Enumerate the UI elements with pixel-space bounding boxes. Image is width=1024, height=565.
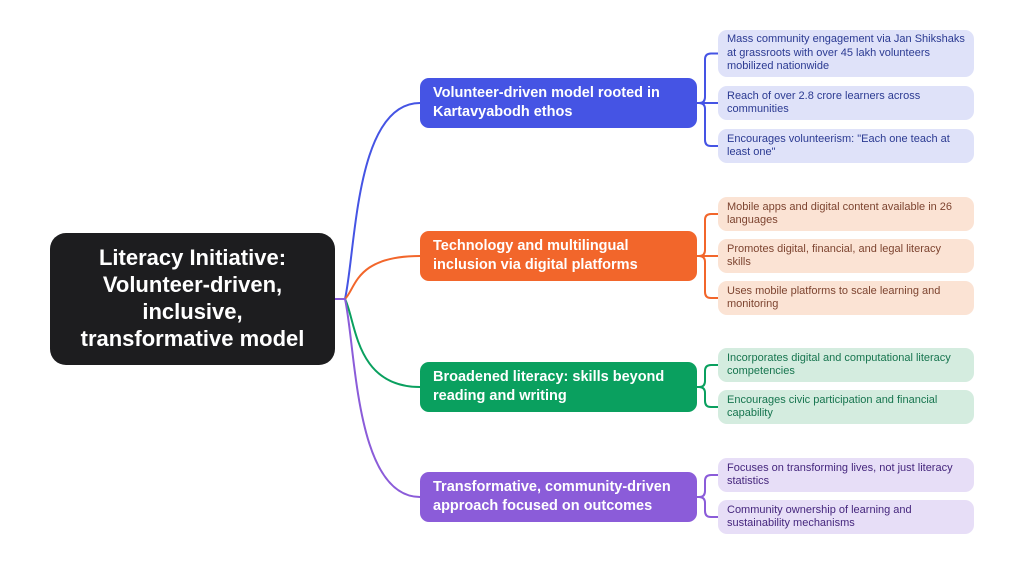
connector-edge	[696, 474, 719, 498]
connector-edge	[331, 298, 421, 498]
root-label: Literacy Initiative: Volunteer-driven, i…	[80, 245, 305, 351]
leaf-node[interactable]: Reach of over 2.8 crore learners across …	[718, 86, 974, 120]
connector-edge	[696, 496, 719, 518]
leaf-label: Mass community engagement via Jan Shiksh…	[727, 33, 965, 73]
connector-edge	[331, 255, 421, 300]
leaf-node[interactable]: Encourages civic participation and finan…	[718, 390, 974, 424]
connector-edge	[331, 298, 421, 388]
leaf-label: Encourages volunteerism: "Each one teach…	[727, 132, 950, 158]
connector-edge	[696, 52, 719, 104]
leaf-node[interactable]: Uses mobile platforms to scale learning …	[718, 281, 974, 315]
branch-label: Transformative, community-driven approac…	[433, 479, 671, 514]
branch-label: Broadened literacy: skills beyond readin…	[433, 369, 665, 404]
leaf-node[interactable]: Mobile apps and digital content availabl…	[718, 197, 974, 231]
leaf-node[interactable]: Mass community engagement via Jan Shiksh…	[718, 30, 974, 77]
leaf-node[interactable]: Community ownership of learning and sust…	[718, 500, 974, 534]
branch-node-broadened-literacy[interactable]: Broadened literacy: skills beyond readin…	[420, 362, 697, 412]
connector-edge	[331, 102, 421, 300]
branch-node-transformative-approach[interactable]: Transformative, community-driven approac…	[420, 472, 697, 522]
connector-edge	[696, 255, 719, 299]
leaf-label: Incorporates digital and computational l…	[727, 351, 951, 377]
connector-edge	[696, 102, 719, 147]
connector-edge	[696, 386, 719, 408]
leaf-label: Focuses on transforming lives, not just …	[727, 461, 953, 487]
branch-node-technology-inclusion[interactable]: Technology and multilingual inclusion vi…	[420, 231, 697, 281]
leaf-node[interactable]: Incorporates digital and computational l…	[718, 348, 974, 382]
leaf-node[interactable]: Promotes digital, financial, and legal l…	[718, 239, 974, 273]
leaf-node[interactable]: Focuses on transforming lives, not just …	[718, 458, 974, 492]
branch-node-volunteer-model[interactable]: Volunteer-driven model rooted in Kartavy…	[420, 78, 697, 128]
leaf-label: Promotes digital, financial, and legal l…	[727, 242, 942, 268]
leaf-label: Uses mobile platforms to scale learning …	[727, 284, 941, 310]
leaf-label: Community ownership of learning and sust…	[727, 503, 912, 529]
branch-label: Technology and multilingual inclusion vi…	[433, 238, 638, 273]
connector-edge	[696, 213, 719, 257]
branch-label: Volunteer-driven model rooted in Kartavy…	[433, 85, 660, 120]
root-node[interactable]: Literacy Initiative: Volunteer-driven, i…	[50, 233, 335, 365]
leaf-node[interactable]: Encourages volunteerism: "Each one teach…	[718, 129, 974, 163]
leaf-label: Encourages civic participation and finan…	[727, 393, 938, 419]
leaf-label: Mobile apps and digital content availabl…	[727, 200, 953, 226]
leaf-label: Reach of over 2.8 crore learners across …	[727, 89, 921, 115]
connector-edge	[696, 364, 719, 388]
